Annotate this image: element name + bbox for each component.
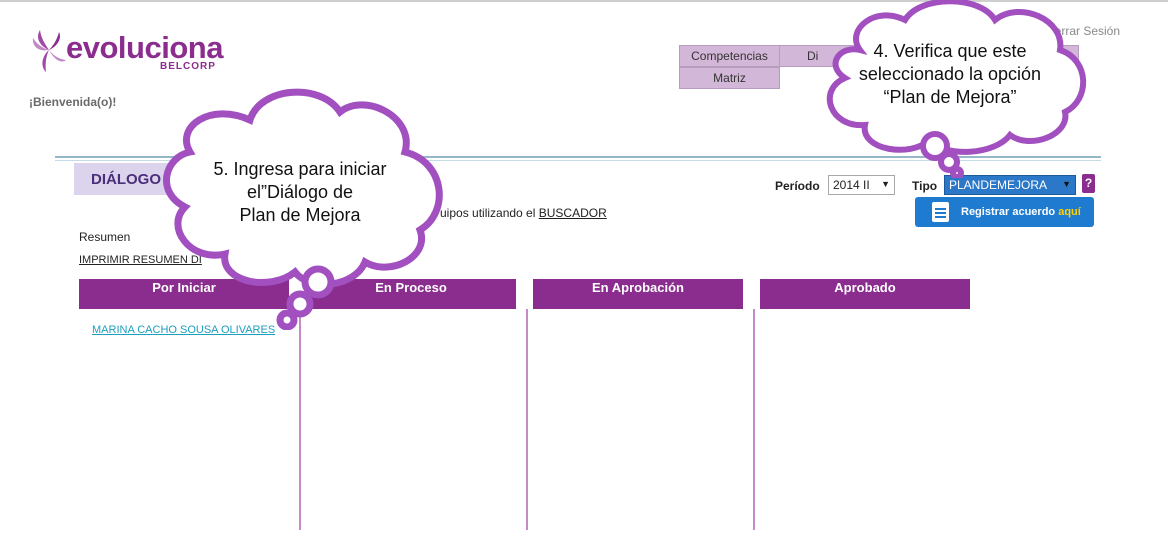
logo[interactable]: evoluciona BELCORP (32, 26, 223, 80)
menu-item-competencias[interactable]: Competencias (679, 45, 780, 67)
register-label: Registrar acuerdo (961, 206, 1059, 218)
list-item[interactable]: MARINA CACHO SOUSA OLIVARES (92, 324, 276, 336)
search-hint: uipos utilizando el BUSCADOR (440, 206, 607, 220)
tipo-label: Tipo (912, 179, 938, 193)
document-icon (932, 202, 949, 222)
tipo-value: PLANDEMEJORA (949, 178, 1048, 192)
welcome-text: ¡Bienvenida(o)! (29, 95, 117, 109)
column-header-por-iniciar: Por Iniciar (79, 279, 289, 309)
callout-step-4: 4. Verifica que este seleccionado la opc… (805, 0, 1105, 180)
menu-item-matriz[interactable]: Matriz (679, 67, 780, 89)
callout-line: el”Diálogo de (246, 182, 354, 202)
column-divider (753, 309, 755, 530)
register-agreement-button[interactable]: Registrar acuerdo aquí (915, 197, 1094, 227)
register-link-aqui: aquí (1058, 206, 1081, 218)
chevron-down-icon: ▼ (1062, 179, 1071, 189)
resumen-label: Resumen (79, 230, 131, 244)
periodo-select[interactable]: 2014 II ▼ (828, 175, 895, 195)
column-divider (526, 309, 528, 530)
tipo-select[interactable]: PLANDEMEJORA ▼ (944, 175, 1076, 195)
chevron-down-icon: ▼ (881, 179, 890, 189)
callout-line: 4. Verifica que este (873, 41, 1027, 61)
logo-subtitle: BELCORP (160, 61, 216, 72)
divider (55, 156, 1101, 158)
logo-swirl-icon (32, 30, 66, 72)
search-hint-text: uipos utilizando el (440, 206, 539, 220)
callout-line: 5. Ingresa para iniciar (213, 159, 387, 179)
print-summary-link[interactable]: IMPRIMIR RESUMEN DI (79, 254, 202, 266)
help-button[interactable]: ? (1082, 174, 1095, 193)
divider (55, 160, 1101, 161)
cloud-shape (163, 88, 443, 331)
cloud-shape (826, 0, 1087, 180)
column-header-aprobado: Aprobado (760, 279, 970, 309)
callout-line: “Plan de Mejora” (883, 87, 1017, 107)
buscador-link[interactable]: BUSCADOR (538, 206, 607, 220)
top-border (0, 0, 1168, 2)
logo-wordmark: evoluciona (66, 30, 223, 65)
periodo-value: 2014 II (833, 178, 870, 192)
callout-line: seleccionado la opción (858, 64, 1042, 84)
callout-line: Plan de Mejora (239, 205, 361, 225)
logout-link[interactable]: Cerrar Sesión (1046, 24, 1121, 38)
column-divider (299, 309, 301, 530)
callout-step-5: 5. Ingresa para iniciar el”Diálogo de Pl… (150, 82, 455, 331)
periodo-label: Período (775, 179, 820, 193)
column-header-en-aprobacion: En Aprobación (533, 279, 743, 309)
